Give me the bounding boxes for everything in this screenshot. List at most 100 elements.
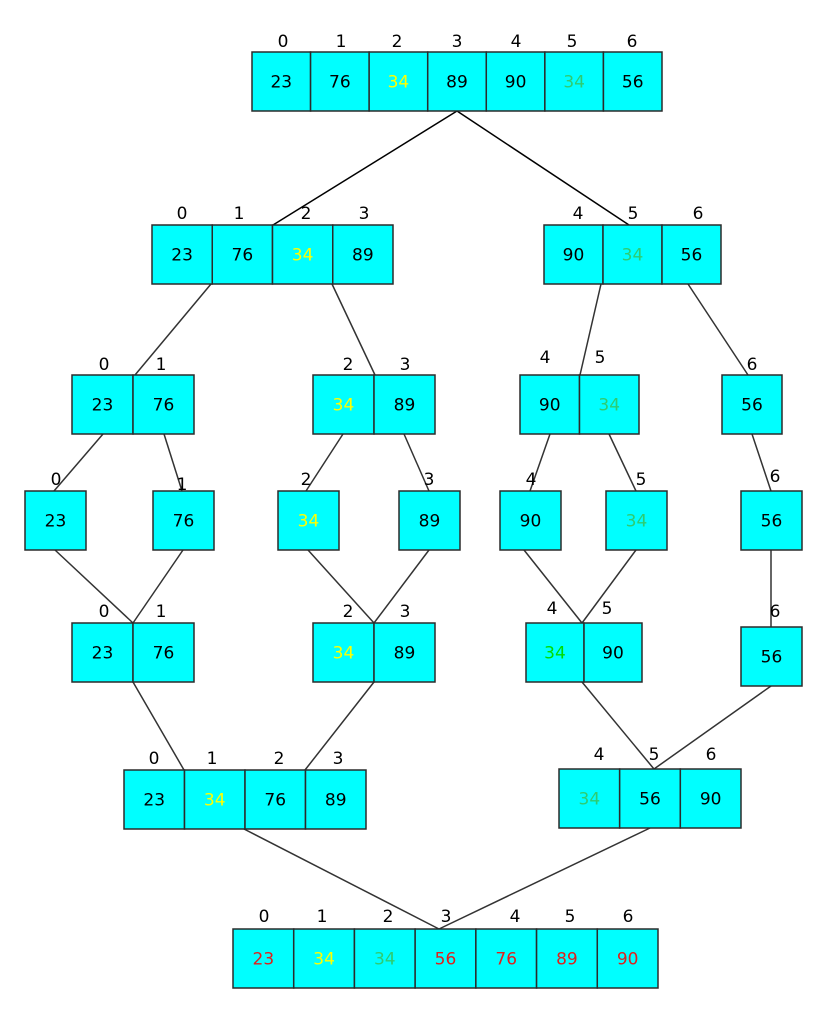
index-label: 3 bbox=[359, 204, 370, 224]
array-cell bbox=[618, 768, 682, 829]
cell-value: 90 bbox=[602, 644, 624, 664]
index-label: 6 bbox=[627, 32, 638, 52]
connector-line bbox=[132, 681, 185, 771]
array-cell bbox=[271, 224, 334, 285]
array-cell bbox=[132, 622, 195, 683]
index-label: 6 bbox=[747, 355, 758, 375]
connector-line bbox=[687, 283, 749, 376]
cell-value: 23 bbox=[45, 512, 67, 532]
array-cell bbox=[398, 490, 461, 551]
cell-value: 34 bbox=[622, 246, 644, 266]
array-cell bbox=[602, 224, 663, 285]
index-label: 2 bbox=[392, 32, 403, 52]
array-cell bbox=[544, 51, 605, 112]
index-label: 0 bbox=[149, 749, 160, 769]
cell-value: 89 bbox=[394, 644, 416, 664]
connector-line bbox=[304, 681, 375, 771]
index-label: 6 bbox=[770, 602, 781, 622]
index-label: 0 bbox=[259, 907, 270, 927]
index-label: 1 bbox=[336, 32, 347, 52]
index-label: 0 bbox=[278, 32, 289, 52]
index-label: 2 bbox=[343, 355, 354, 375]
array-cell bbox=[123, 769, 186, 830]
cell-value: 34 bbox=[563, 73, 585, 93]
array-cell bbox=[740, 490, 803, 551]
array-cell bbox=[368, 51, 429, 112]
connector-line bbox=[581, 549, 637, 624]
index-label: 3 bbox=[400, 602, 411, 622]
array-l3-2: 342 bbox=[277, 470, 340, 551]
array-nodes: 2307613428939043455662307613428939043455… bbox=[24, 32, 803, 989]
index-label: 6 bbox=[693, 204, 704, 224]
connector-line bbox=[163, 433, 183, 492]
array-cell bbox=[71, 374, 134, 435]
cell-value: 34 bbox=[204, 791, 226, 811]
array-l3-3: 893 bbox=[398, 470, 461, 551]
index-label: 0 bbox=[51, 470, 62, 490]
cell-value: 89 bbox=[419, 512, 441, 532]
index-label: 5 bbox=[567, 32, 578, 52]
cell-value: 23 bbox=[253, 950, 275, 970]
array-cell bbox=[535, 928, 599, 989]
index-label: 6 bbox=[706, 745, 717, 765]
cell-value: 34 bbox=[626, 512, 648, 532]
array-cell bbox=[71, 622, 134, 683]
cell-value: 56 bbox=[435, 950, 457, 970]
connector-lines bbox=[53, 110, 772, 930]
cell-value: 89 bbox=[352, 246, 374, 266]
cell-value: 34 bbox=[333, 644, 355, 664]
array-cell bbox=[578, 374, 640, 435]
cell-value: 76 bbox=[173, 512, 195, 532]
cell-value: 90 bbox=[520, 512, 542, 532]
index-label: 0 bbox=[177, 204, 188, 224]
index-label: 3 bbox=[441, 907, 452, 927]
array-cell bbox=[132, 374, 195, 435]
cell-value: 90 bbox=[617, 950, 639, 970]
index-label: 5 bbox=[602, 599, 613, 619]
cell-value: 34 bbox=[313, 950, 335, 970]
array-cell bbox=[292, 928, 356, 989]
connector-line bbox=[331, 283, 376, 376]
index-label: 1 bbox=[177, 475, 188, 495]
array-cell bbox=[596, 928, 659, 989]
array-l3-5: 345 bbox=[605, 470, 668, 551]
connector-line bbox=[373, 549, 430, 624]
array-m1-d: 566 bbox=[740, 602, 803, 687]
cell-value: 56 bbox=[741, 396, 763, 416]
connector-line bbox=[305, 433, 344, 492]
connector-line bbox=[243, 828, 440, 930]
index-label: 4 bbox=[510, 907, 521, 927]
array-cell bbox=[740, 626, 803, 687]
index-label: 2 bbox=[274, 749, 285, 769]
array-cell bbox=[373, 622, 436, 683]
cell-value: 76 bbox=[495, 950, 517, 970]
cell-value: 76 bbox=[232, 246, 254, 266]
cell-value: 23 bbox=[171, 246, 193, 266]
cell-value: 23 bbox=[270, 73, 292, 93]
index-label: 5 bbox=[649, 745, 660, 765]
array-cell bbox=[152, 490, 215, 551]
cell-value: 34 bbox=[598, 396, 620, 416]
connector-line bbox=[529, 433, 551, 492]
array-cell bbox=[543, 224, 604, 285]
cell-value: 34 bbox=[544, 644, 566, 664]
array-cell bbox=[373, 374, 436, 435]
cell-value: 34 bbox=[374, 950, 396, 970]
array-cell bbox=[304, 769, 367, 830]
index-label: 4 bbox=[594, 745, 605, 765]
index-label: 5 bbox=[565, 907, 576, 927]
cell-value: 34 bbox=[579, 790, 601, 810]
connector-line bbox=[579, 283, 602, 376]
index-label: 4 bbox=[573, 204, 584, 224]
cell-value: 56 bbox=[622, 73, 644, 93]
cell-value: 34 bbox=[298, 512, 320, 532]
connector-line bbox=[456, 110, 630, 226]
index-label: 2 bbox=[301, 204, 312, 224]
cell-value: 23 bbox=[92, 644, 114, 664]
